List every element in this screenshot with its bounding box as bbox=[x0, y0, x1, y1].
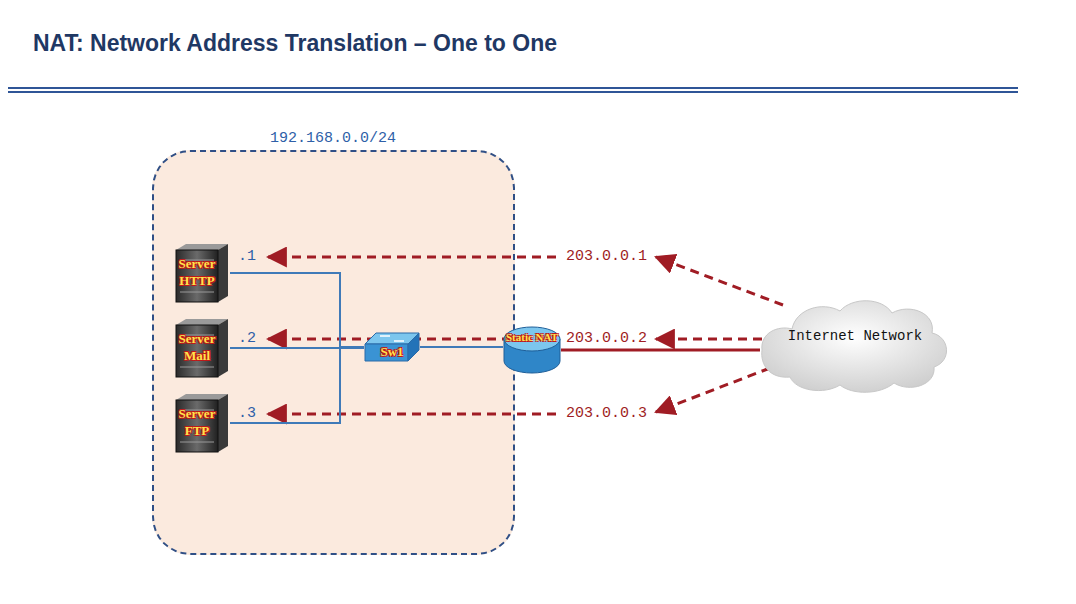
public-ip: 203.0.0.1 bbox=[566, 248, 647, 265]
switch-label: Sw1 bbox=[364, 344, 420, 359]
link-line bbox=[230, 347, 364, 423]
network-region: 192.168.0.0/24Server HTTPServer MailServ… bbox=[152, 150, 515, 555]
host-suffix: .3 bbox=[238, 405, 256, 422]
link-line bbox=[230, 273, 364, 347]
cloud-icon bbox=[760, 295, 950, 395]
public-ip: 203.0.0.3 bbox=[566, 405, 647, 422]
host-suffix: .2 bbox=[238, 330, 256, 347]
title-rule bbox=[8, 88, 1018, 92]
server-label: Server FTP bbox=[176, 405, 218, 439]
region-fill bbox=[152, 150, 515, 555]
slide-title: NAT: Network Address Translation – One t… bbox=[33, 30, 557, 57]
cloud-box: Internet Network bbox=[760, 295, 950, 395]
switch-box: Sw1 bbox=[364, 332, 420, 362]
cloud-label: Internet Network bbox=[760, 327, 950, 345]
public-ip: 203.0.0.2 bbox=[566, 330, 647, 347]
server-label: Server Mail bbox=[176, 330, 218, 364]
link-line bbox=[420, 346, 503, 348]
nat-mapping-arrows bbox=[268, 257, 783, 414]
router-label: Static NAT bbox=[503, 331, 561, 343]
server-box: Server HTTP bbox=[172, 242, 230, 304]
link-line bbox=[561, 349, 760, 352]
subnet-heading: 192.168.0.0/24 bbox=[270, 130, 396, 147]
server-box: Server FTP bbox=[172, 392, 230, 454]
server-label: Server HTTP bbox=[176, 255, 218, 289]
server-box: Server Mail bbox=[172, 317, 230, 379]
router-box: Static NAT bbox=[503, 325, 561, 375]
host-suffix: .1 bbox=[238, 248, 256, 265]
